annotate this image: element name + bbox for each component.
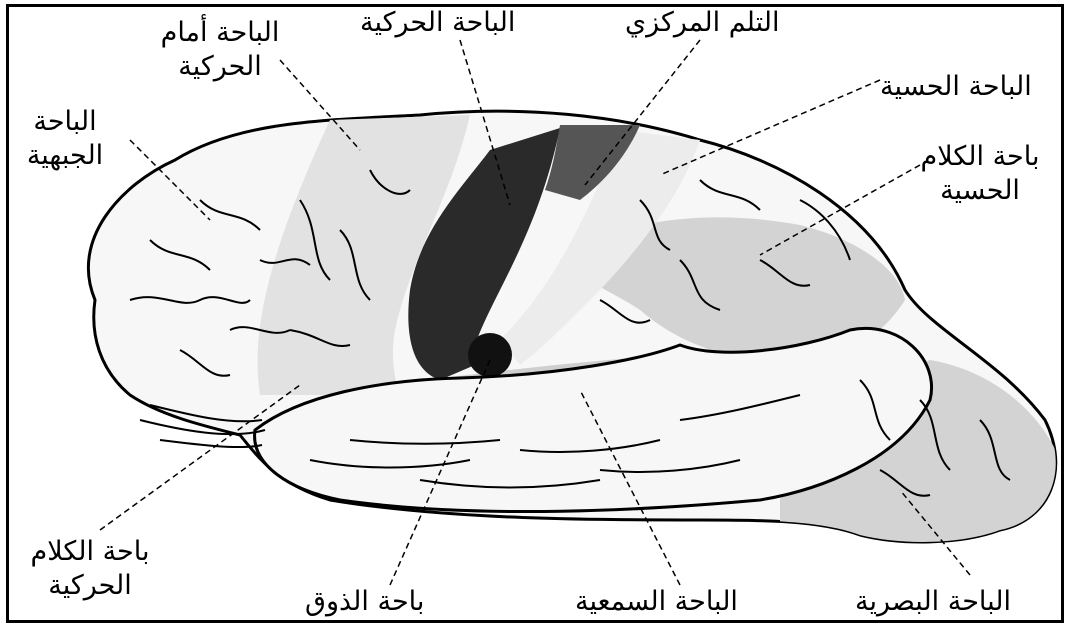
taste-region bbox=[468, 333, 512, 377]
label-motor-speech: باحة الكلام الحركية bbox=[10, 535, 170, 603]
label-auditory: الباحة السمعية bbox=[575, 585, 738, 619]
label-motor: الباحة الحركية bbox=[360, 6, 515, 40]
label-sensory-speech: باحة الكلام الحسية bbox=[895, 140, 1065, 208]
label-frontal: الباحة الجبهية bbox=[15, 105, 115, 173]
label-sensory: الباحة الحسية bbox=[880, 70, 1032, 104]
label-visual: الباحة البصرية bbox=[855, 585, 1011, 619]
label-taste: باحة الذوق bbox=[305, 585, 424, 619]
label-premotor: الباحة أمام الحركية bbox=[140, 16, 300, 84]
label-central-sulcus: التلم المركزي bbox=[625, 6, 780, 40]
